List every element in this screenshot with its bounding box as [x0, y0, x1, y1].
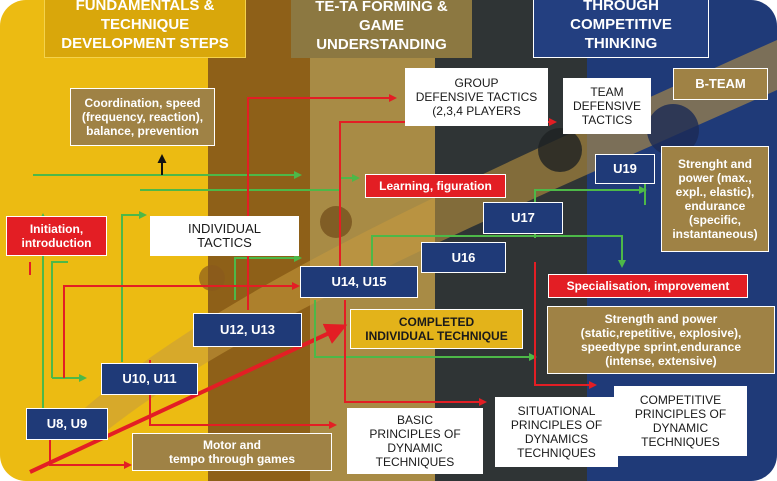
- age-u16: U16: [421, 242, 506, 273]
- team-tactics-box: TEAM DEFENSIVE TACTICS: [563, 78, 651, 134]
- learning-box: Learning, figuration: [365, 174, 506, 198]
- green-connector: [314, 300, 537, 361]
- green-connector: [371, 235, 626, 270]
- coordination-box: Coordination, speed (frequency, reaction…: [70, 88, 215, 146]
- progression-arrow: [29, 323, 348, 474]
- age-u19: U19: [595, 154, 655, 184]
- group-tactics-box: GROUP DEFENSIVE TACTICS (2,3,4 PLAYERS: [405, 68, 548, 126]
- header-competitive-thinking: TE-TA FORMING & THROUGH COMPETITIVE THIN…: [533, 0, 709, 58]
- green-connector: [51, 261, 68, 378]
- age-u8-u9: U8, U9: [26, 408, 108, 440]
- individual-tactics-box: INDIVIDUAL TACTICS: [150, 216, 299, 256]
- header-game-understanding-text: TE-TA FORMING & GAME UNDERSTANDING: [315, 0, 448, 53]
- ball-decoration: [199, 265, 225, 291]
- ball-decoration: [647, 104, 699, 156]
- specialisation-box: Specialisation, improvement: [548, 274, 748, 298]
- age-u17: U17: [483, 202, 563, 234]
- header-competitive-thinking-text: TE-TA FORMING & THROUGH COMPETITIVE THIN…: [570, 0, 672, 52]
- ball-decoration: [538, 128, 582, 172]
- situational-principles-box: SITUATIONAL PRINCIPLES OF DYNAMICS TECHN…: [495, 397, 618, 467]
- competitive-principles-box: COMPETITIVE PRINCIPLES OF DYNAMIC TECHNI…: [614, 386, 747, 456]
- completed-technique-box: COMPLETED INDIVIDUAL TECHNIQUE: [350, 309, 523, 349]
- age-u14-u15: U14, U15: [300, 266, 418, 298]
- red-connector: [534, 262, 597, 389]
- header-fundamentals: FUNDAMENTALS & TECHNIQUE DEVELOPMENT STE…: [44, 0, 246, 58]
- header-fundamentals-text: FUNDAMENTALS & TECHNIQUE DEVELOPMENT STE…: [61, 0, 229, 52]
- ball-decoration: [320, 206, 352, 238]
- green-connector: [121, 211, 147, 362]
- age-u10-u11: U10, U11: [101, 363, 198, 395]
- motor-tempo-box: Motor and tempo through games: [132, 433, 332, 471]
- age-b-team: B-TEAM: [673, 68, 768, 100]
- red-connector: [344, 300, 487, 406]
- initiation-box: Initiation, introduction: [6, 216, 107, 256]
- basic-principles-box: BASIC PRINCIPLES OF DYNAMIC TECHNIQUES: [347, 408, 483, 474]
- strength-power-max-box: Strenght and power (max., expl., elastic…: [661, 146, 769, 252]
- red-connector: [63, 282, 300, 378]
- strength-power-static-box: Strength and power (static,repetitive, e…: [547, 306, 775, 374]
- age-u12-u13: U12, U13: [193, 313, 302, 347]
- header-game-understanding: TE-TA FORMING & GAME UNDERSTANDING: [291, 0, 472, 58]
